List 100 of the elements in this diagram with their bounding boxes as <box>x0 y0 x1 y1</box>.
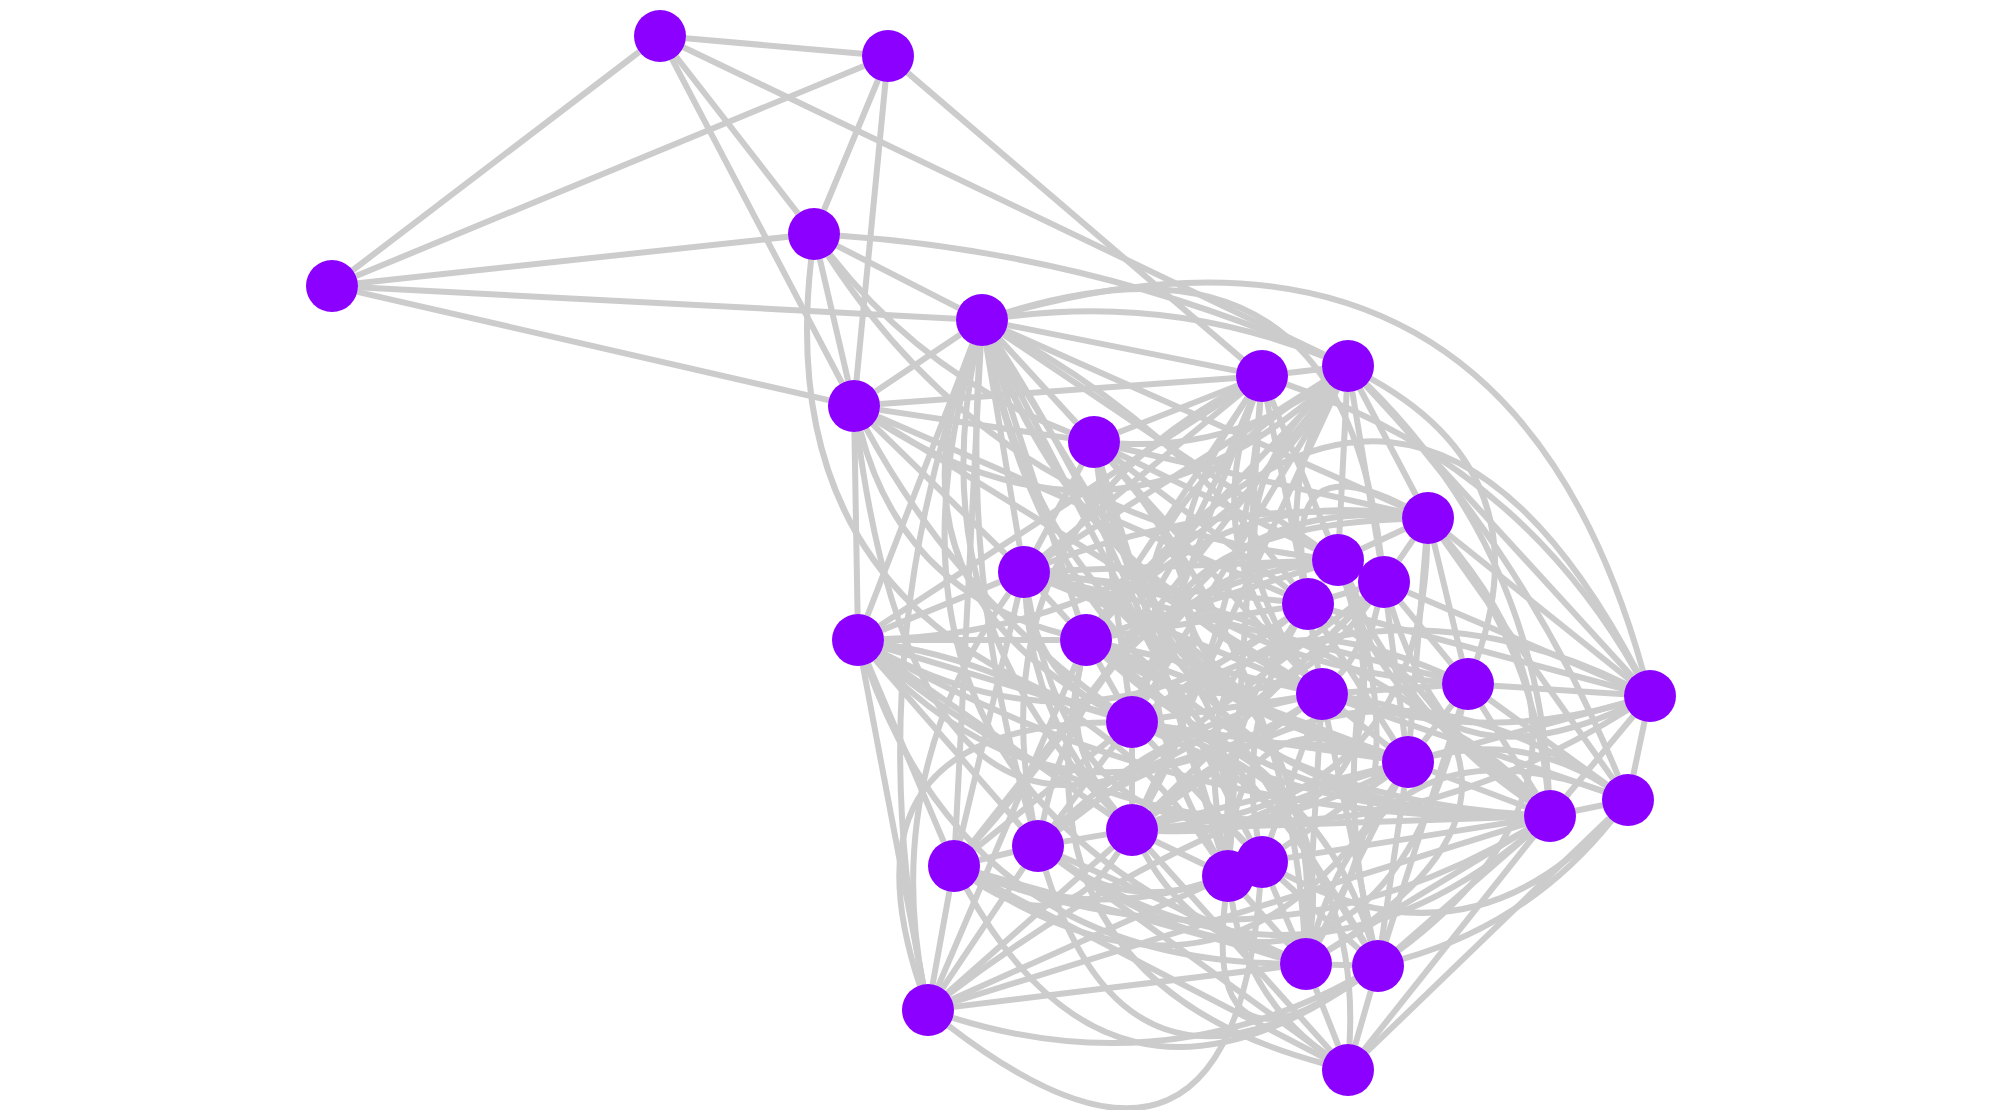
edge-line <box>1007 308 1325 360</box>
edge-line <box>1006 322 1238 374</box>
edge-line <box>357 233 789 287</box>
edge-line <box>1243 893 1291 947</box>
edge-line <box>1369 376 1498 661</box>
edge-line <box>873 332 963 394</box>
edge-line <box>1487 696 1609 788</box>
edge-line <box>1326 826 1530 954</box>
edge-line <box>1364 815 1612 1055</box>
edge-line <box>946 887 1263 1110</box>
edge-line <box>973 850 1121 909</box>
edge-line <box>880 579 1002 633</box>
edge-line <box>1279 877 1361 951</box>
edge-line <box>953 964 1281 1010</box>
edge-line <box>1363 382 1621 778</box>
edge-line <box>951 820 1527 1006</box>
edge-line <box>1001 332 1319 548</box>
edge-line <box>1360 526 1406 552</box>
edge-line <box>1157 543 1431 831</box>
edge-line <box>1003 329 1295 585</box>
edge-line <box>1096 661 1122 701</box>
edge-line <box>1287 817 1525 861</box>
edge-line <box>1309 629 1321 669</box>
edge-line <box>1267 717 1317 839</box>
edge-line <box>1156 726 1374 942</box>
edge-line <box>978 849 1014 863</box>
edge-line <box>1361 834 1537 1052</box>
edge-line <box>1285 381 1640 675</box>
edge-line <box>1156 765 1384 827</box>
edge-line <box>1151 706 1303 818</box>
edge-line <box>876 413 1286 597</box>
edge-line <box>1574 802 1604 814</box>
edge-line <box>1025 596 1387 825</box>
edge-line <box>1051 740 1119 828</box>
edge-line <box>1479 704 1539 796</box>
edge-line <box>1345 699 1605 795</box>
edge-line <box>1312 987 1342 1047</box>
edge-line <box>835 243 961 311</box>
edge-line <box>821 78 881 212</box>
edge-line <box>1264 400 1306 580</box>
edge-line <box>1432 746 1608 789</box>
edge-line <box>682 44 1326 358</box>
edge-line <box>1431 768 1527 810</box>
edge-line <box>853 81 889 381</box>
edge-line <box>1349 391 1383 557</box>
edge-line <box>863 663 1281 967</box>
edge-line <box>1331 961 1353 969</box>
edge-line <box>1152 516 1403 855</box>
edge-line <box>827 252 1071 436</box>
edge-line <box>1396 535 1536 953</box>
edge-line <box>857 430 1062 637</box>
edge-line <box>1357 387 1419 497</box>
edge-line <box>865 662 947 844</box>
edge-line <box>879 374 1237 408</box>
edge-line <box>1006 286 1384 557</box>
edge-line <box>952 975 1357 1046</box>
edge-line <box>825 254 1313 560</box>
edge-line <box>357 284 957 322</box>
edge-line <box>1630 720 1648 776</box>
edge-line <box>879 406 1069 442</box>
edge-line <box>1117 382 1239 436</box>
edge-line <box>1315 783 1399 943</box>
edge-line <box>1564 714 1636 798</box>
edge-line <box>1004 327 1406 511</box>
edge-line <box>1340 707 1390 749</box>
edge-line <box>1493 682 1625 698</box>
edge-line <box>872 657 1024 829</box>
edge-line <box>1155 810 1248 845</box>
edge-line <box>1105 652 1368 945</box>
edge-line <box>1378 787 1408 941</box>
edge-line <box>1388 605 1531 804</box>
edge-line <box>1129 748 1135 804</box>
edge-line <box>1363 383 1635 679</box>
edge-line <box>1440 537 1616 781</box>
edge-line <box>957 596 1021 842</box>
edge-line <box>882 644 1108 718</box>
edge-line <box>1347 694 1535 799</box>
edge-line <box>1065 664 1324 1067</box>
edge-line <box>1211 637 1446 851</box>
edge-line <box>1109 565 1315 635</box>
edge-line <box>940 865 1026 991</box>
edge-line <box>946 766 1385 997</box>
edge-line <box>1157 694 1297 722</box>
edge-line <box>1384 607 1408 737</box>
edge-line <box>1395 830 1533 952</box>
edge-line <box>870 422 1008 556</box>
edge-line <box>1347 682 1443 696</box>
edge-line <box>1112 455 1290 591</box>
edge-line <box>1229 901 1329 1058</box>
edge-line <box>1147 739 1247 845</box>
edge-line <box>816 258 852 382</box>
edge-line <box>863 427 1113 710</box>
edge-line <box>873 656 1302 776</box>
edge-line <box>1110 642 1298 692</box>
edge-line <box>1402 818 1615 962</box>
edge-line <box>983 345 1023 547</box>
edge-line <box>1337 581 1365 677</box>
edge-line <box>1287 366 1323 376</box>
edge-line <box>1098 465 1224 853</box>
edge-line <box>1060 853 1284 957</box>
